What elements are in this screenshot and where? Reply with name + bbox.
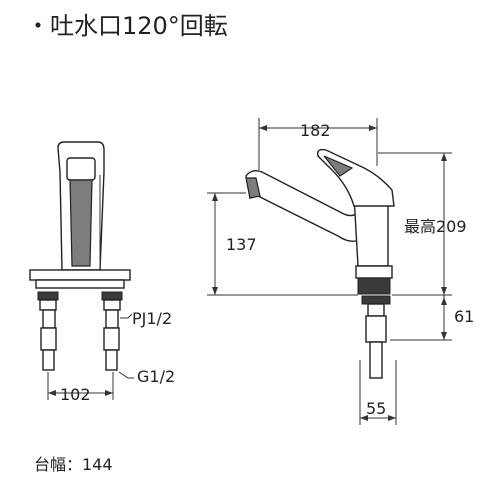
pitch-dimension-label: 102 bbox=[60, 385, 91, 404]
front-right-shank bbox=[101, 291, 123, 371]
spout-aerator bbox=[245, 177, 261, 199]
side-base-ring bbox=[357, 277, 391, 295]
base-width-note: 台幅：144 bbox=[34, 455, 113, 474]
front-base-gasket bbox=[35, 279, 125, 289]
spout-height-dimension-label: 137 bbox=[226, 235, 257, 254]
thread-g-label: G1/2 bbox=[137, 367, 175, 386]
side-base bbox=[355, 265, 393, 279]
max-height-dimension-label: 最高209 bbox=[404, 217, 467, 236]
side-spout bbox=[245, 169, 361, 243]
shank-width-dimension-label: 55 bbox=[366, 399, 386, 418]
front-base-plate bbox=[29, 269, 131, 281]
front-view bbox=[29, 141, 134, 400]
reach-dimension-label: 182 bbox=[300, 121, 331, 140]
side-handle-shading bbox=[323, 155, 354, 177]
thread-pj-label: PJ1/2 bbox=[132, 309, 172, 328]
side-view bbox=[207, 118, 452, 425]
page-title: ・吐水口120°回転 bbox=[26, 12, 228, 40]
side-shank bbox=[361, 295, 391, 379]
front-handle-grip bbox=[66, 157, 96, 181]
front-left-shank bbox=[37, 291, 59, 371]
front-handle-shading bbox=[69, 179, 93, 267]
shank-length-dimension-label: 61 bbox=[454, 307, 474, 326]
